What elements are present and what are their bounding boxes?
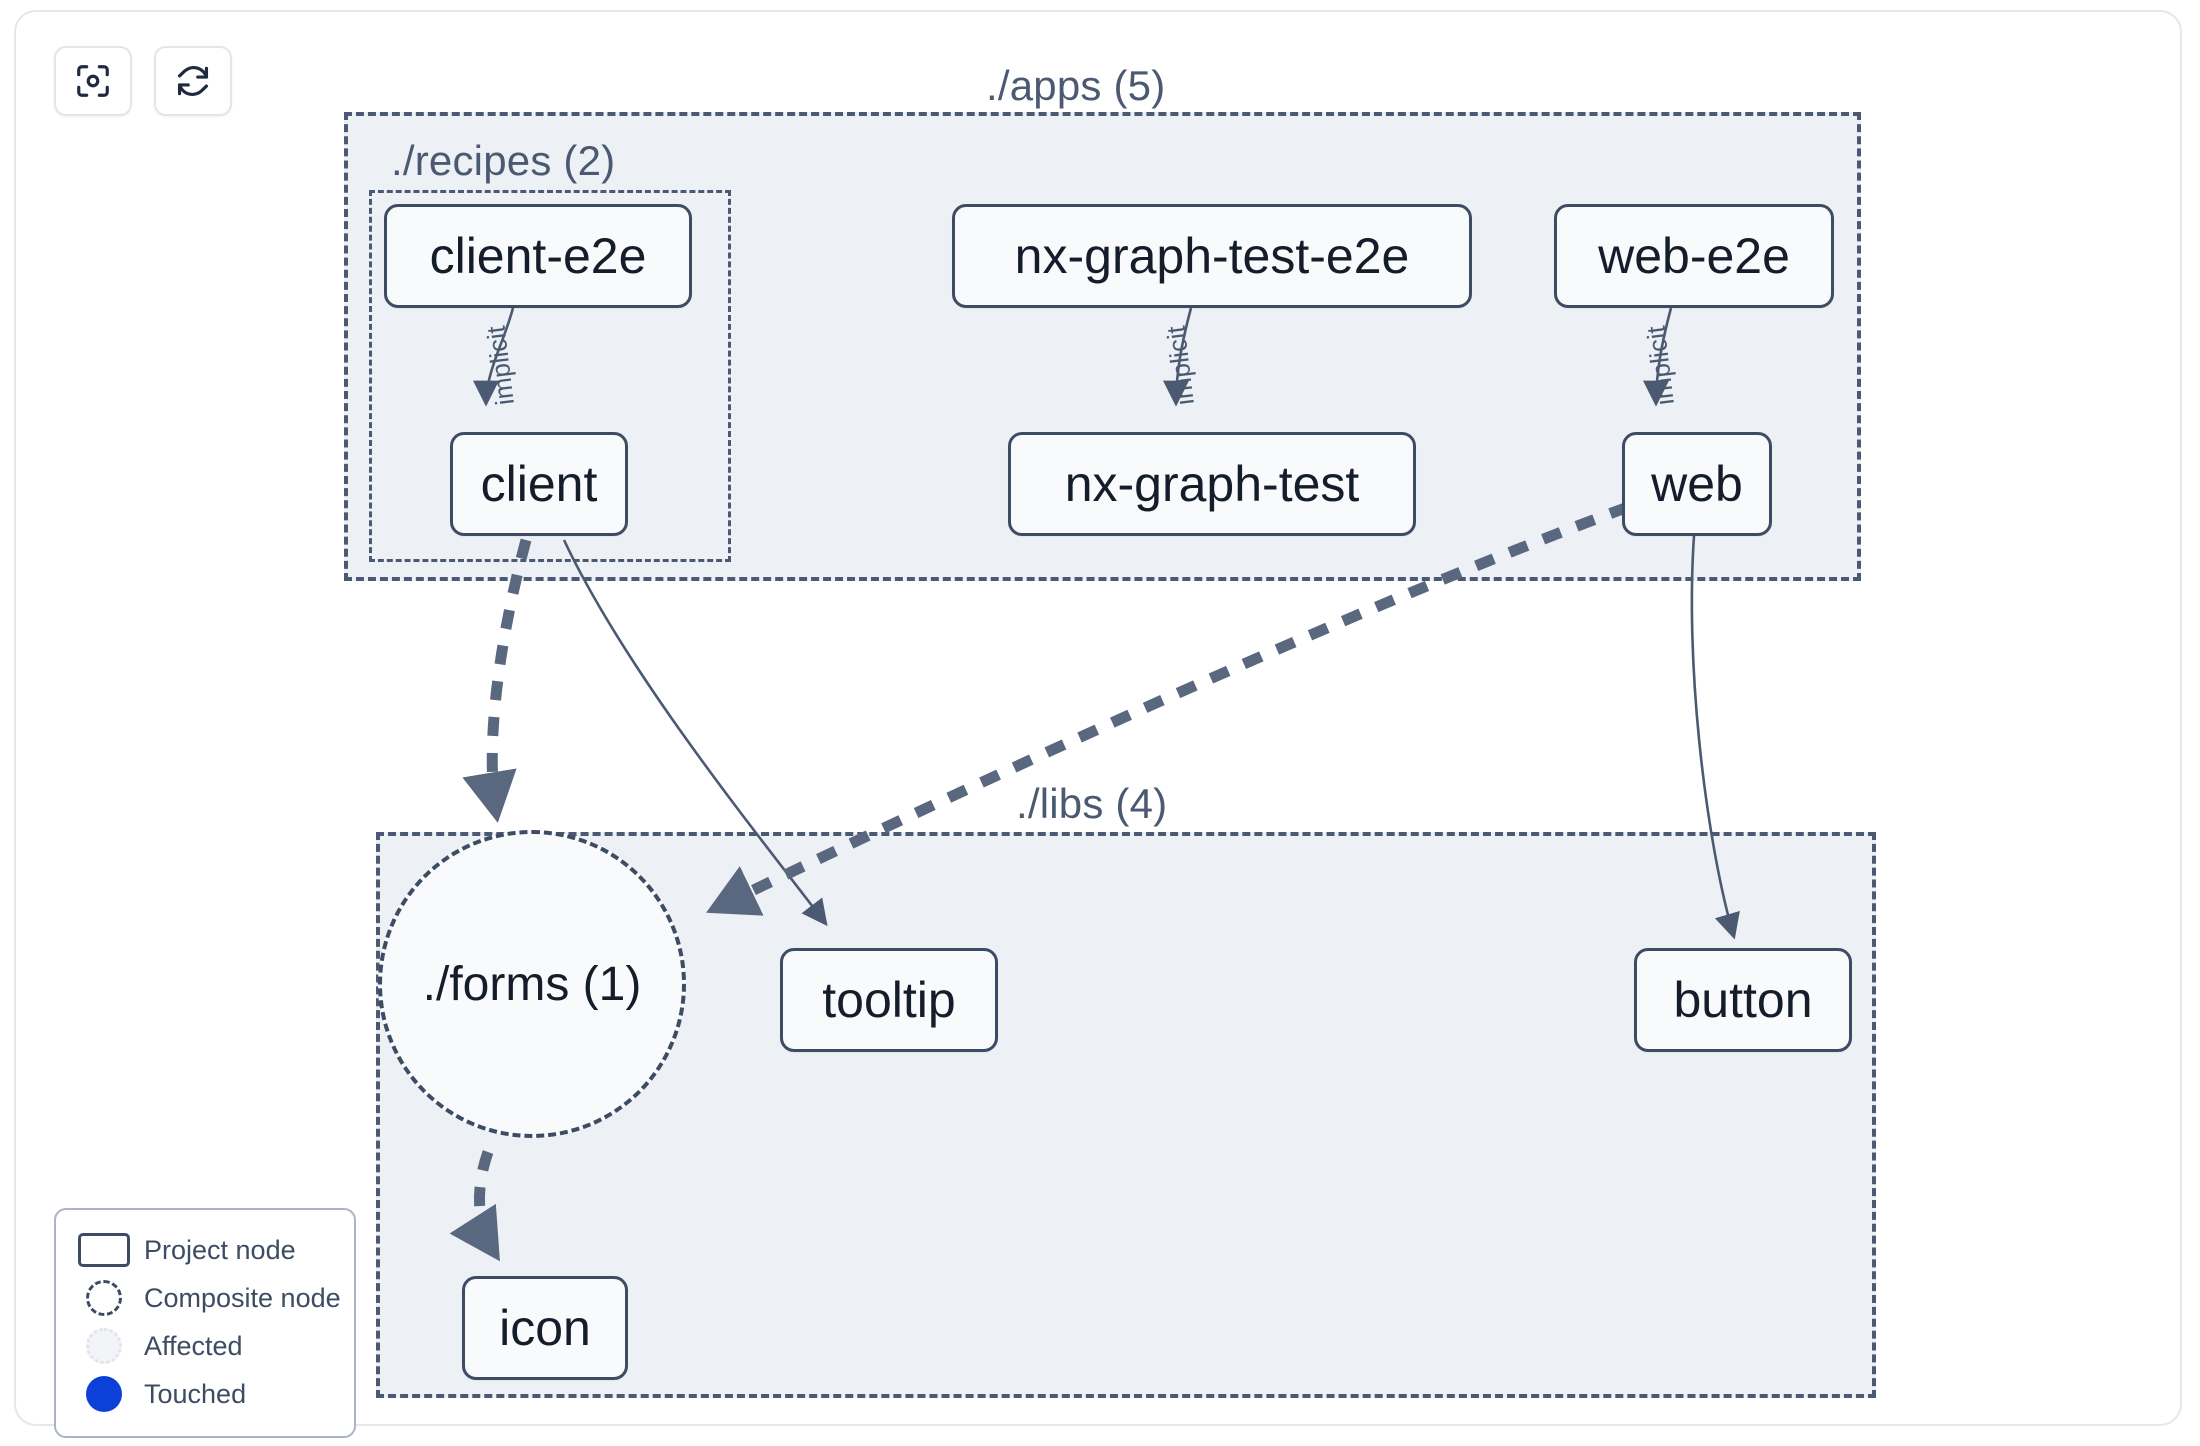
legend-item-affected-label: Affected — [144, 1330, 243, 1361]
legend-item-project-node-label: Project node — [144, 1234, 296, 1265]
focus-graph-button[interactable] — [54, 46, 132, 116]
legend-item-composite-node: Composite node — [78, 1274, 341, 1322]
group-libs-label: ./libs (4) — [1016, 780, 1168, 827]
node-client-label: client — [480, 456, 598, 512]
node-client-e2e[interactable]: client-e2e — [384, 204, 692, 308]
node-forms-label: ./forms (1) — [422, 957, 642, 1011]
refresh-graph-button[interactable] — [154, 46, 232, 116]
legend-item-composite-node-label: Composite node — [144, 1282, 341, 1313]
node-forms-composite[interactable]: ./forms (1) — [378, 830, 686, 1138]
affected-swatch-icon — [78, 1328, 144, 1364]
graph-panel: ./apps (5) ./recipes (2) ./libs (4) — [14, 10, 2182, 1438]
project-node-swatch-icon — [78, 1233, 144, 1267]
node-tooltip-label: tooltip — [822, 972, 956, 1028]
node-nx-graph-test-label: nx-graph-test — [1064, 456, 1360, 512]
composite-node-swatch-icon — [78, 1280, 144, 1316]
graph-legend: Project node Composite node Affected Tou… — [54, 1208, 356, 1438]
group-recipes-label: ./recipes (2) — [391, 137, 616, 184]
graph-toolbar — [54, 46, 232, 116]
node-icon[interactable]: icon — [462, 1276, 628, 1380]
viewfinder-focus-icon — [74, 62, 112, 100]
group-apps-label: ./apps (5) — [986, 62, 1166, 109]
node-nx-graph-test-e2e-label: nx-graph-test-e2e — [1014, 228, 1410, 284]
touched-swatch-icon — [78, 1376, 144, 1412]
node-client[interactable]: client — [450, 432, 628, 536]
node-nx-graph-test-e2e[interactable]: nx-graph-test-e2e — [952, 204, 1472, 308]
node-web-label: web — [1651, 456, 1743, 512]
node-nx-graph-test[interactable]: nx-graph-test — [1008, 432, 1416, 536]
node-web-e2e[interactable]: web-e2e — [1554, 204, 1834, 308]
node-web[interactable]: web — [1622, 432, 1772, 536]
legend-item-touched-label: Touched — [144, 1378, 247, 1409]
node-icon-label: icon — [499, 1300, 591, 1356]
node-button-label: button — [1673, 972, 1813, 1028]
legend-item-affected: Affected — [78, 1322, 336, 1370]
refresh-icon — [174, 62, 212, 100]
node-client-e2e-label: client-e2e — [429, 228, 647, 284]
node-web-e2e-label: web-e2e — [1598, 228, 1790, 284]
legend-item-project-node: Project node — [78, 1226, 336, 1274]
node-tooltip[interactable]: tooltip — [780, 948, 998, 1052]
legend-item-touched: Touched — [78, 1370, 336, 1418]
node-button[interactable]: button — [1634, 948, 1852, 1052]
